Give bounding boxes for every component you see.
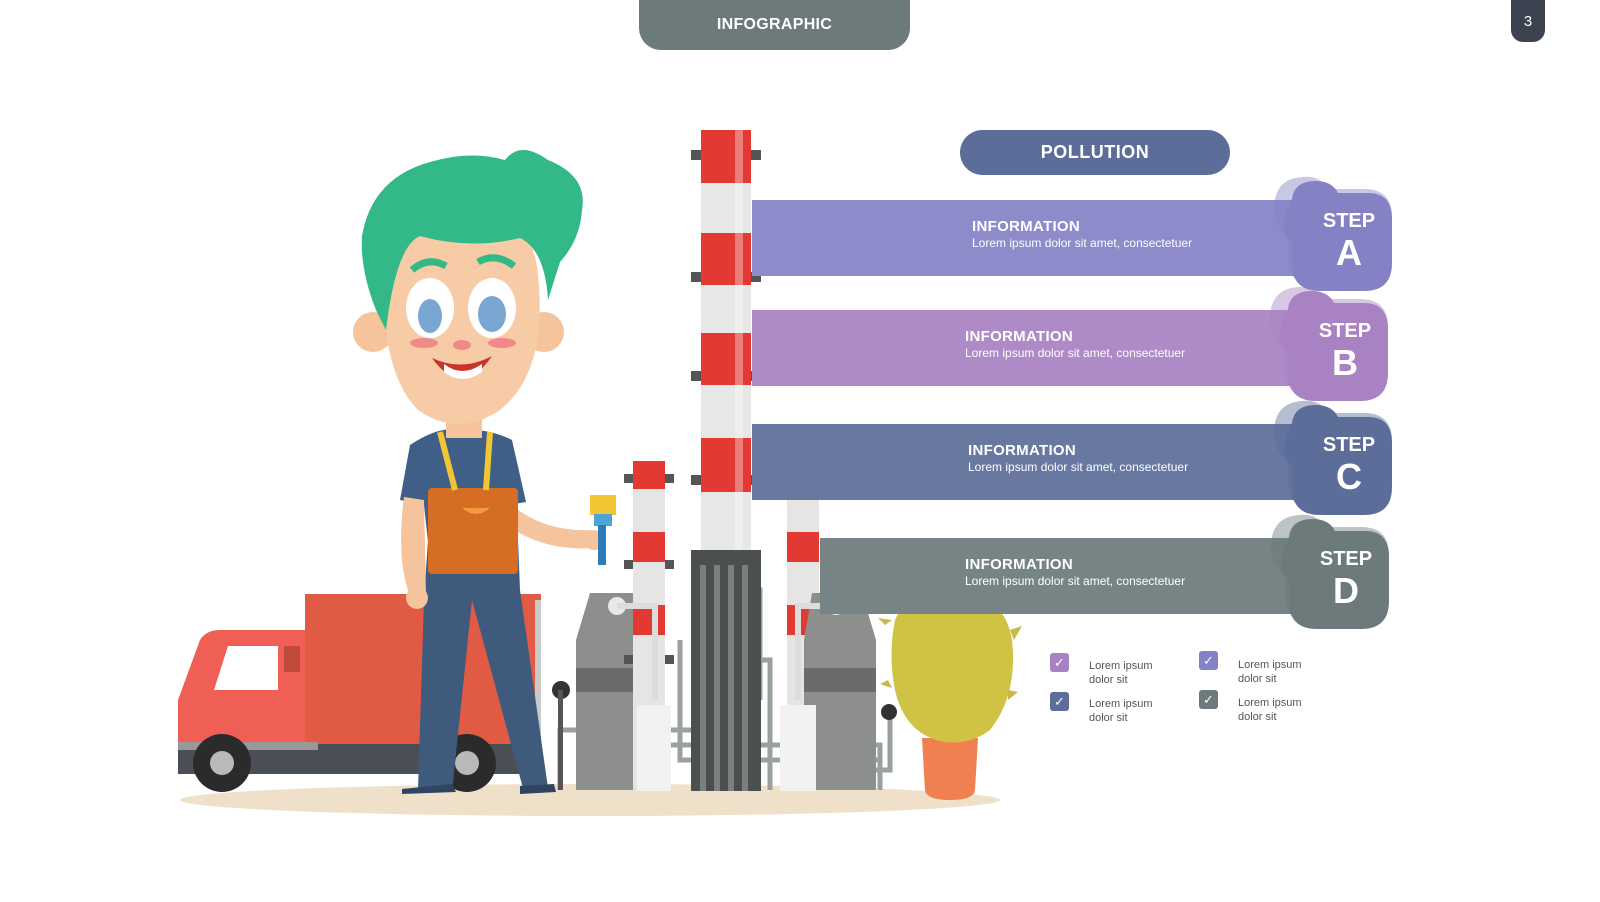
checklist-item-3: Lorem ipsum dolor sit bbox=[1089, 698, 1153, 724]
checklist-item-1: Lorem ipsum dolor sit bbox=[1089, 660, 1153, 686]
page-number: 3 bbox=[1511, 0, 1545, 42]
step-d-heading: INFORMATION bbox=[965, 556, 1074, 573]
step-d-ribbon-sheen bbox=[820, 538, 1310, 614]
step-b-badge-shape bbox=[1280, 291, 1388, 401]
checkbox-3[interactable]: ✓ bbox=[1050, 692, 1069, 711]
step-d-text: Lorem ipsum dolor sit amet, consectetuer bbox=[965, 574, 1186, 588]
step-a-ribbon bbox=[752, 200, 1312, 276]
step-b-ribbon-sheen bbox=[752, 310, 1312, 386]
step-b-text: Lorem ipsum dolor sit amet, consectetuer bbox=[965, 346, 1186, 360]
truck-icon bbox=[178, 594, 541, 792]
step-b-letter: B bbox=[1332, 342, 1358, 383]
step-d-ribbon bbox=[820, 538, 1310, 614]
step-a-badge-shape bbox=[1284, 181, 1392, 291]
step-c-heading: INFORMATION bbox=[968, 442, 1077, 459]
step-d-letter: D bbox=[1333, 570, 1359, 611]
checklist-item-4: Lorem ipsum dolor sit bbox=[1238, 697, 1302, 723]
step-b-heading: INFORMATION bbox=[965, 328, 1074, 345]
step-a-ribbon-sheen bbox=[752, 200, 1312, 276]
page-title: INFOGRAPHIC bbox=[639, 0, 910, 50]
step-c-word: STEP bbox=[1322, 434, 1376, 456]
checkbox-2[interactable]: ✓ bbox=[1199, 651, 1218, 670]
pollution-title: POLLUTION bbox=[960, 130, 1230, 175]
factory-icon bbox=[552, 130, 897, 791]
step-bands bbox=[752, 176, 1392, 629]
step-b-ribbon bbox=[752, 310, 1312, 386]
step-c-badge-shape bbox=[1284, 405, 1392, 515]
step-a-heading: INFORMATION bbox=[972, 218, 1081, 235]
checklist-item-2: Lorem ipsum dolor sit bbox=[1238, 659, 1302, 685]
step-d-word: STEP bbox=[1319, 548, 1373, 570]
step-a-band: INFORMATION Lorem ipsum dolor sit amet, … bbox=[752, 200, 1312, 276]
checkbox-1[interactable]: ✓ bbox=[1050, 653, 1069, 672]
step-d-badge-shape bbox=[1281, 519, 1389, 629]
worker-character-icon bbox=[353, 150, 616, 794]
step-a-text: Lorem ipsum dolor sit amet, consectetuer bbox=[972, 236, 1193, 250]
step-c-text: Lorem ipsum dolor sit amet, consectetuer bbox=[968, 460, 1189, 474]
step-a-letter: A bbox=[1336, 232, 1362, 273]
step-b-word: STEP bbox=[1318, 320, 1372, 342]
step-a-word: STEP bbox=[1322, 210, 1376, 232]
step-b-band: INFORMATION Lorem ipsum dolor sit amet, … bbox=[752, 310, 1312, 386]
step-c-band: INFORMATION Lorem ipsum dolor sit amet, … bbox=[752, 424, 1312, 500]
step-d-band: INFORMATION Lorem ipsum dolor sit amet, … bbox=[820, 538, 1310, 614]
step-c-letter: C bbox=[1336, 456, 1362, 497]
step-c-ribbon bbox=[752, 424, 1312, 500]
step-c-ribbon-sheen bbox=[752, 424, 1312, 500]
checkbox-4[interactable]: ✓ bbox=[1199, 690, 1218, 709]
